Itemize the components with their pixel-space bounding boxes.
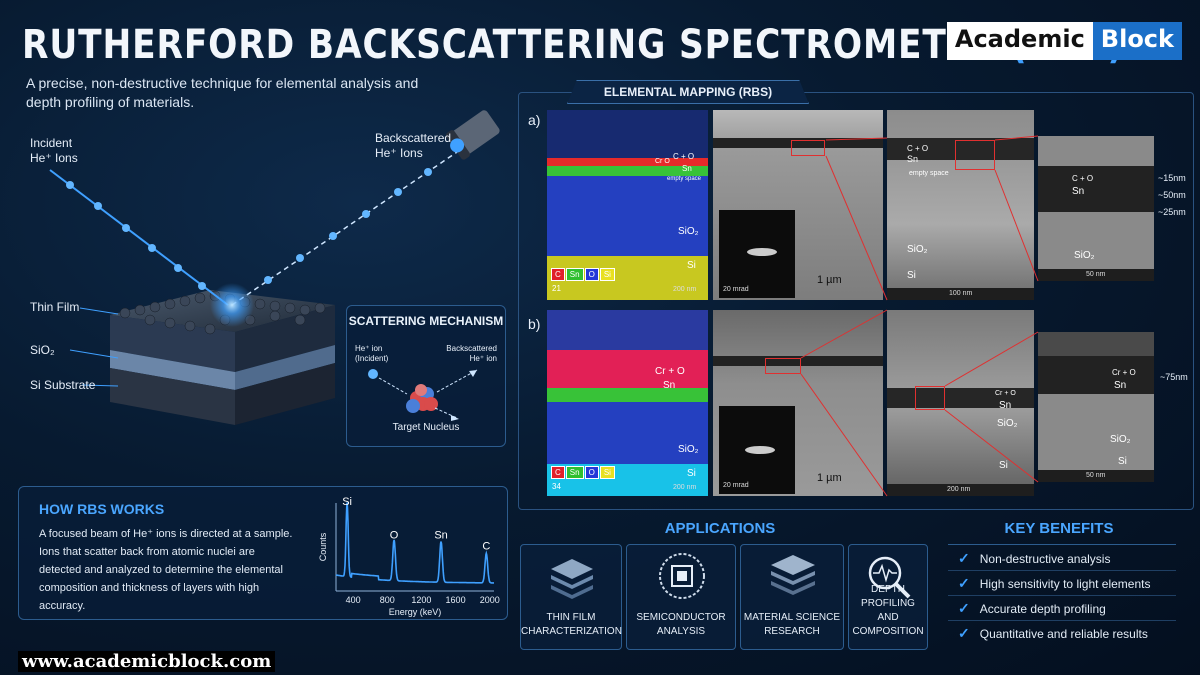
substrate-pointer <box>81 384 119 387</box>
academic-block-logo[interactable]: Academic Block <box>946 22 1182 60</box>
row-a-label: a) <box>528 112 541 128</box>
mapping-header: ELEMENTAL MAPPING (RBS) <box>567 80 809 104</box>
row-a-dimensions: ~15nm~50nm~25nm <box>1158 173 1186 217</box>
sio2-label: SiO₂ <box>30 343 55 357</box>
backscattered-ions <box>264 168 432 284</box>
row-b-label: b) <box>528 316 541 332</box>
row-a-tem-overview: 20 mrad 1 µm <box>713 110 883 300</box>
si-substrate-label: Si Substrate <box>30 378 96 392</box>
check-icon: ✓ <box>958 600 970 616</box>
si-substrate-layer <box>110 368 235 425</box>
mech-incident-label: He⁺ ion(Incident) <box>355 344 389 363</box>
legend-swatch-o: O <box>584 268 599 281</box>
check-icon: ✓ <box>958 575 970 591</box>
impact-glow <box>210 283 254 327</box>
thin-film-label: Thin Film <box>30 300 80 314</box>
sio2-layer <box>110 350 235 390</box>
benefit-item: ✓Non-destructive analysis <box>958 550 1111 566</box>
legend-swatch-si: Si <box>599 466 615 479</box>
row-a-tem-zoom1: C + O Sn empty space SiO₂ Si 100 nm <box>887 110 1034 300</box>
legend-swatch-si: Si <box>599 268 615 281</box>
legend-swatch-sn: Sn <box>565 466 584 479</box>
sio2-pointer <box>69 349 119 359</box>
chip-icon <box>659 553 705 599</box>
peak-label-sn: Sn <box>434 529 447 541</box>
layers-icon <box>551 559 593 599</box>
x-axis-label: Energy (keV) <box>389 607 442 617</box>
row-b-diffraction: 20 mrad <box>719 406 795 494</box>
thin-film-pointer <box>79 307 119 315</box>
incident-ion-icon <box>368 369 378 379</box>
peak-label-si: Si <box>342 496 352 508</box>
x-tick-label: 400 <box>346 595 361 605</box>
benefit-item: ✓Quantitative and reliable results <box>958 625 1148 641</box>
x-tick-label: 800 <box>380 595 395 605</box>
legend-swatch-sn: Sn <box>565 268 584 281</box>
row-b-tem-zoom2: Cr + O Sn SiO₂ Si 50 nm <box>1038 332 1154 482</box>
incident-ions <box>66 181 206 290</box>
legend-swatch-c: C <box>551 466 565 479</box>
legend-swatch-c: C <box>551 268 565 281</box>
mapping-frame <box>518 92 1194 510</box>
logo-part1: Academic <box>946 22 1093 60</box>
peak-label-c: C <box>482 540 490 552</box>
peak-label-o: O <box>390 529 399 541</box>
applications-title: APPLICATIONS <box>664 520 776 537</box>
title-main: RUTHERFORD BACKSCATTERING SPECTROMETRY <box>22 22 998 68</box>
incident-beam <box>49 169 229 306</box>
row-b-dimension: ~75nm <box>1160 372 1188 382</box>
x-tick-label: 1600 <box>446 595 466 605</box>
mechanism-diagram <box>368 369 478 421</box>
target-nucleus-icon <box>406 384 438 413</box>
how-rbs-panel: HOW RBS WORKS A focused beam of He⁺ ions… <box>18 486 508 620</box>
x-tick-label: 1200 <box>411 595 431 605</box>
website-url[interactable]: www.academicblock.com <box>18 651 276 672</box>
crystal-layers-icon <box>771 555 815 595</box>
row-b-tem-overview: 20 mrad 1 µm <box>713 310 883 496</box>
check-icon: ✓ <box>958 625 970 641</box>
subtitle: A precise, non-destructive technique for… <box>26 75 419 110</box>
row-a-tem-zoom2: C + O Sn SiO₂ 50 nm <box>1038 136 1154 281</box>
how-title: HOW RBS WORKS <box>39 501 165 517</box>
row-a-diffraction: 20 mrad <box>719 210 795 298</box>
detector-icon <box>445 110 500 160</box>
benefit-item: ✓Accurate depth profiling <box>958 600 1106 616</box>
scattering-mechanism-panel: SCATTERING MECHANISM He⁺ ion(Incident) B… <box>346 305 506 447</box>
spectrum-line <box>335 502 494 584</box>
benefits-title: KEY BENEFITS <box>1004 520 1114 537</box>
legend-swatch-o: O <box>584 466 599 479</box>
check-icon: ✓ <box>958 550 970 566</box>
y-axis-label: Counts <box>318 532 328 561</box>
how-text: A focused beam of He⁺ ions is directed a… <box>39 528 293 612</box>
row-b-tem-zoom1: Cr + O Sn SiO₂ Si 200 nm <box>887 310 1034 496</box>
benefit-item: ✓High sensitivity to light elements <box>958 575 1151 591</box>
x-tick-label: 2000 <box>480 595 500 605</box>
mech-target-label: Target Nucleus <box>392 422 460 433</box>
mechanism-title: SCATTERING MECHANISM <box>348 314 504 328</box>
logo-part2: Block <box>1092 22 1182 60</box>
rbs-illustration <box>49 110 500 425</box>
magnifier-pulse-icon <box>868 556 911 599</box>
